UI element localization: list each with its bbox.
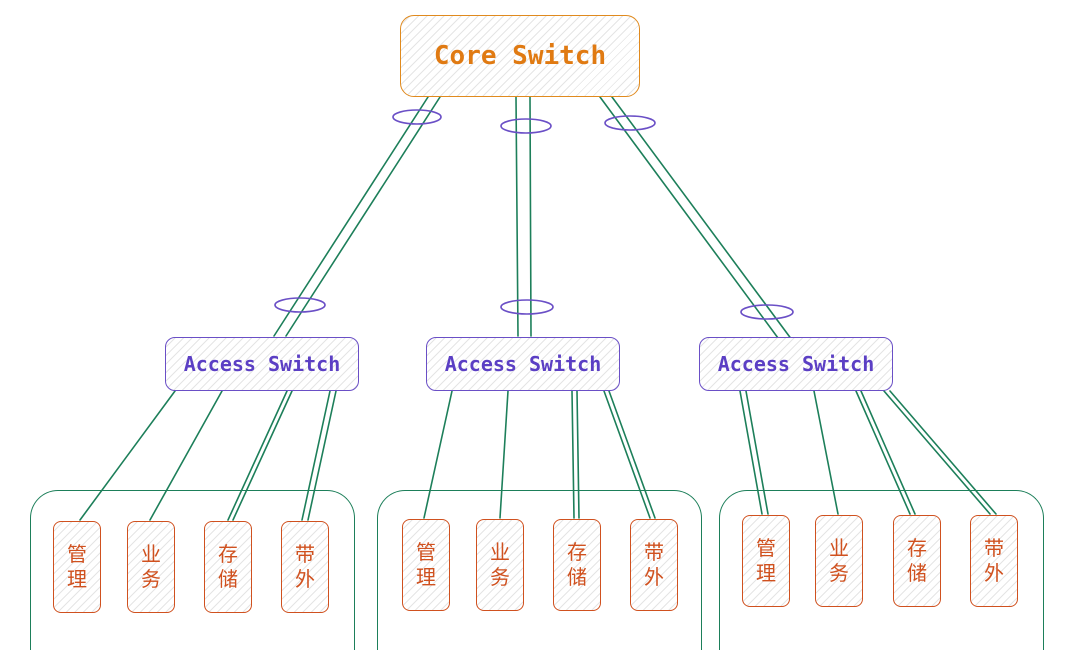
downlink-a3-p4b (889, 390, 997, 515)
access-switch-label: Access Switch (444, 352, 602, 376)
link-layer (79, 96, 997, 521)
lag-marker-access-2 (500, 299, 554, 315)
downlink-a1-p2 (149, 390, 223, 521)
port-out-of-band: 带 外 (281, 521, 329, 613)
port-out-of-band: 带 外 (970, 515, 1018, 607)
access-switch-label: Access Switch (183, 352, 341, 376)
downlink-a1-p4a (301, 390, 331, 521)
server-group-2 (377, 490, 702, 650)
port-management: 管 理 (742, 515, 790, 607)
downlink-a2-p3b (576, 390, 580, 519)
downlink-a1-p1 (79, 390, 176, 521)
server-group-1 (30, 490, 355, 650)
access-switch-1: Access Switch (165, 337, 359, 391)
port-storage: 存 储 (204, 521, 252, 613)
uplink-core-access-2-b (529, 96, 532, 337)
downlink-a2-p1 (423, 390, 453, 519)
port-business: 业 务 (476, 519, 524, 611)
access-switch-3: Access Switch (699, 337, 893, 391)
uplink-core-access-2-a (515, 96, 519, 337)
uplink-core-access-1-b (285, 96, 441, 337)
lag-marker-core-3 (604, 115, 656, 131)
port-management: 管 理 (53, 521, 101, 613)
downlink-a2-p3a (571, 390, 575, 519)
downlink-a3-p1b (745, 390, 769, 515)
port-out-of-band: 带 外 (630, 519, 678, 611)
downlink-a2-p2 (499, 390, 509, 519)
port-business: 业 务 (815, 515, 863, 607)
server-group-3 (719, 490, 1044, 650)
lag-marker-access-3 (740, 304, 794, 320)
downlink-a2-p4b (608, 390, 656, 519)
downlink-a2-p4a (603, 390, 651, 519)
access-switch-2: Access Switch (426, 337, 620, 391)
downlink-a3-p1a (739, 390, 763, 515)
port-management: 管 理 (402, 519, 450, 611)
uplink-core-access-3-a (599, 96, 779, 339)
core-switch: Core Switch (400, 15, 640, 97)
lag-marker-core-2 (500, 118, 552, 134)
port-business: 业 务 (127, 521, 175, 613)
downlink-a3-p3a (855, 390, 911, 515)
network-topology-diagram: Core Switch Access Switch Access Switch … (30, 15, 1044, 650)
downlink-a3-p3b (860, 390, 916, 515)
downlink-a1-p3b (232, 390, 293, 521)
downlink-a3-p4a (883, 390, 991, 515)
core-switch-label: Core Switch (433, 41, 607, 71)
access-switch-label: Access Switch (717, 352, 875, 376)
downlink-a1-p3a (227, 390, 288, 521)
lag-marker-access-1 (274, 297, 326, 313)
downlink-a3-p2 (813, 390, 839, 515)
uplink-core-access-1-a (273, 96, 429, 337)
port-storage: 存 储 (553, 519, 601, 611)
lag-marker-core-1 (392, 109, 442, 125)
port-storage: 存 储 (893, 515, 941, 607)
downlink-a1-p4b (307, 390, 337, 521)
uplink-core-access-3-b (611, 96, 793, 341)
